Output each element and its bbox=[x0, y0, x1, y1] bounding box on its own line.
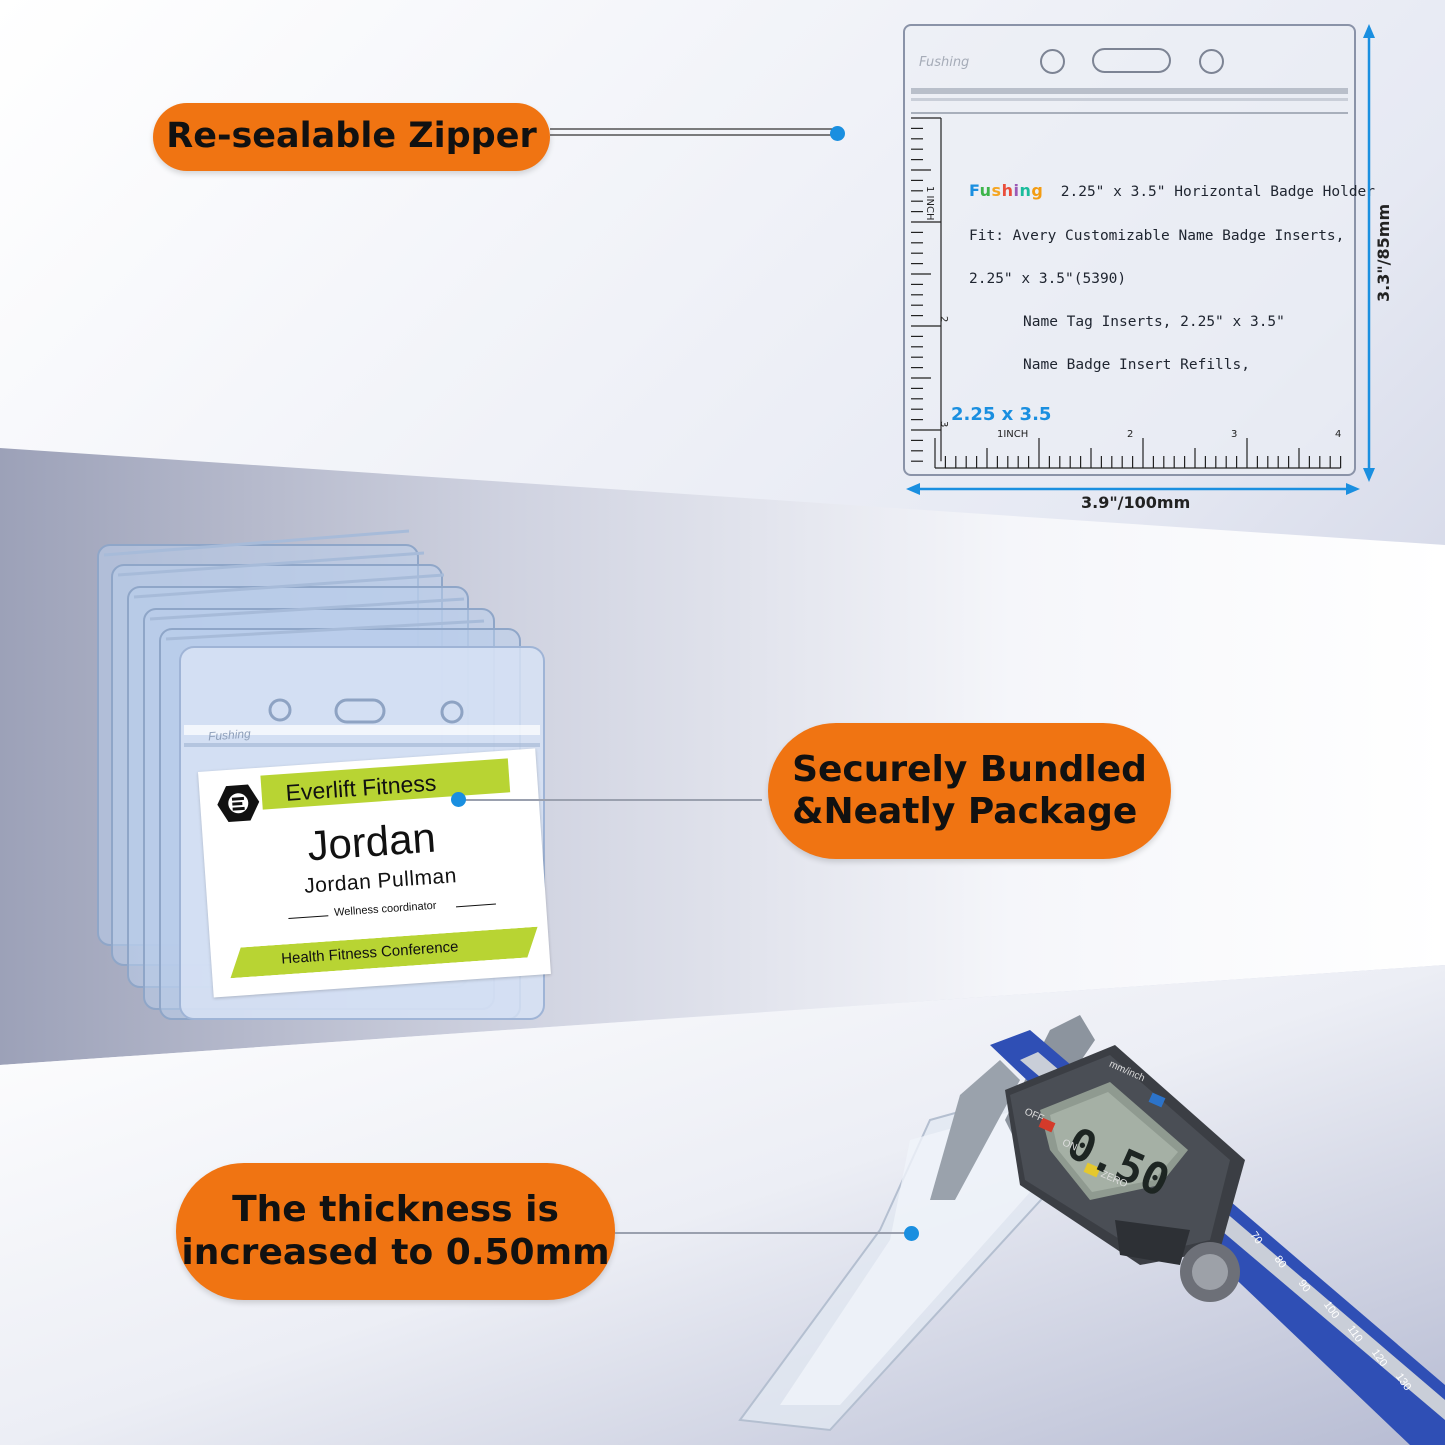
stack-holder-brand: Fushing bbox=[207, 726, 252, 744]
holder-line-4: Name Badge Insert Refills, bbox=[1023, 357, 1250, 373]
holder-brand-faint: Fushing bbox=[919, 55, 970, 70]
holder-line-1: Fit: Avery Customizable Name Badge Inser… bbox=[969, 228, 1345, 244]
callout-securely-bundled: Securely Bundled &Neatly Package bbox=[768, 723, 1171, 859]
ruler-h-label-1: 1INCH bbox=[997, 429, 1029, 440]
callout-bundle-text: Securely Bundled &Neatly Package bbox=[792, 748, 1147, 832]
zipper-pointer-dot bbox=[830, 126, 845, 141]
callout-zipper-text: Re-sealable Zipper bbox=[166, 116, 537, 157]
company-logo-icon bbox=[217, 784, 260, 822]
ruler-h-label-2: 2 bbox=[1127, 429, 1134, 440]
height-dimension-label: 3.3"/85mm bbox=[1374, 203, 1393, 302]
name-badge-insert: Everlift Fitness Jordan Jordan Pullman W… bbox=[198, 748, 551, 998]
width-dimension-label: 3.9"/100mm bbox=[1081, 493, 1191, 512]
badge-full-name: Jordan Pullman bbox=[303, 864, 458, 898]
digital-caliper-photo bbox=[738, 1015, 1445, 1445]
ruler-h-label-3: 3 bbox=[1231, 429, 1238, 440]
holder-brand-colored: Fushing bbox=[969, 181, 1044, 200]
holder-line-3: Name Tag Inserts, 2.25" x 3.5" bbox=[1023, 314, 1285, 330]
holder-rulers bbox=[911, 117, 1342, 469]
dimension-arrows bbox=[906, 24, 1375, 495]
badge-holder-diagram: Fushing Fushing 2.25" x 3.5" Horizontal … bbox=[903, 24, 1375, 476]
lanyard-slot bbox=[1092, 48, 1171, 73]
lanyard-hole-right bbox=[1199, 49, 1224, 74]
badge-divider-left bbox=[288, 915, 329, 920]
callout-resealable-zipper: Re-sealable Zipper bbox=[153, 103, 550, 171]
zipper-seal bbox=[911, 88, 1348, 94]
badge-role: Wellness coordinator bbox=[333, 899, 437, 919]
callout-thickness: The thickness is increased to 0.50mm bbox=[176, 1163, 615, 1300]
thickness-pointer-dot bbox=[904, 1226, 919, 1241]
holder-title: 2.25" x 3.5" Horizontal Badge Holder bbox=[1060, 184, 1376, 200]
zipper-leader-line bbox=[550, 128, 835, 136]
lanyard-hole-left bbox=[1040, 49, 1065, 74]
thickness-leader-line bbox=[615, 1232, 915, 1234]
holder-line-2: 2.25" x 3.5"(5390) bbox=[969, 271, 1127, 287]
holder-size-label: 2.25 x 3.5 bbox=[951, 404, 1052, 425]
ruler-h-label-4: 4 bbox=[1335, 429, 1342, 440]
bundle-leader-line bbox=[458, 799, 762, 801]
badge-first-name: Jordan bbox=[305, 813, 438, 870]
badge-divider-right bbox=[455, 903, 496, 908]
callout-thickness-text: The thickness is increased to 0.50mm bbox=[181, 1189, 610, 1273]
bundle-pointer-dot bbox=[451, 792, 466, 807]
holder-title-line: Fushing 2.25" x 3.5" Horizontal Badge Ho… bbox=[969, 181, 1375, 200]
zipper-seal-edge bbox=[911, 112, 1348, 114]
zipper-seal-line bbox=[911, 98, 1348, 101]
